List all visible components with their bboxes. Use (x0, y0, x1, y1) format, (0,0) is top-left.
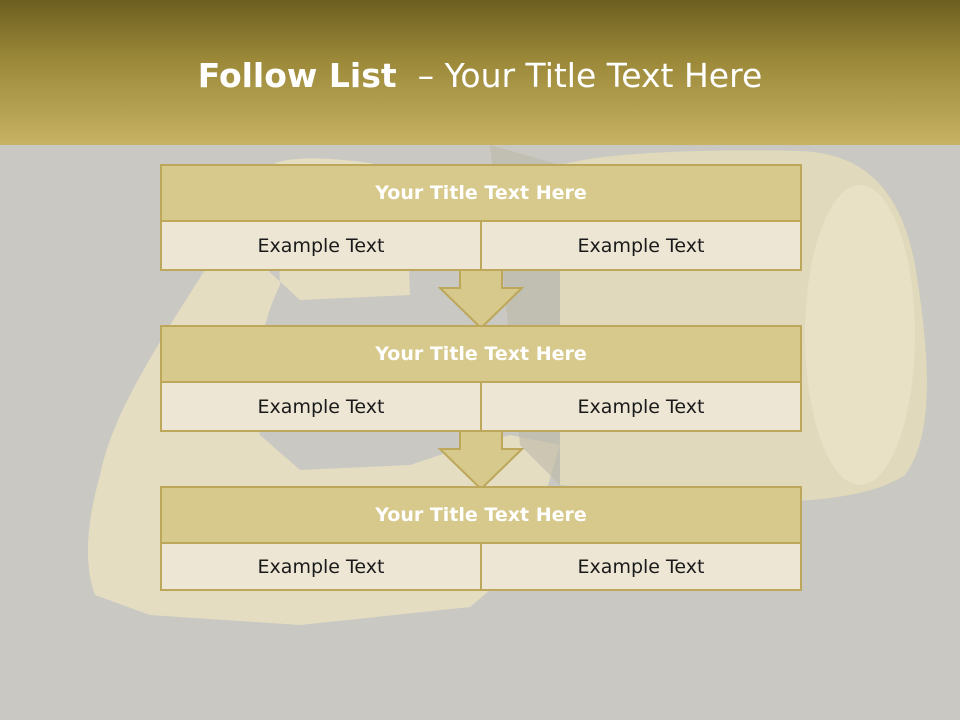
block-left-cell: Example Text (160, 381, 482, 432)
block-title: Your Title Text Here (160, 486, 802, 544)
block-left-cell: Example Text (160, 542, 482, 591)
down-arrow-icon (438, 270, 524, 330)
block-right-cell: Example Text (480, 220, 802, 271)
block-left-cell: Example Text (160, 220, 482, 271)
block-right-cell: Example Text (480, 381, 802, 432)
slide-title: Follow List – Your Title Text Here (0, 54, 960, 98)
block-right-cell: Example Text (480, 542, 802, 591)
block-title: Your Title Text Here (160, 325, 802, 383)
title-bar: Follow List – Your Title Text Here (0, 0, 960, 145)
down-arrow-icon (438, 431, 524, 491)
slide-title-subtitle: – Your Title Text Here (396, 56, 763, 95)
block-title: Your Title Text Here (160, 164, 802, 222)
slide-title-bold: Follow List (197, 56, 397, 95)
